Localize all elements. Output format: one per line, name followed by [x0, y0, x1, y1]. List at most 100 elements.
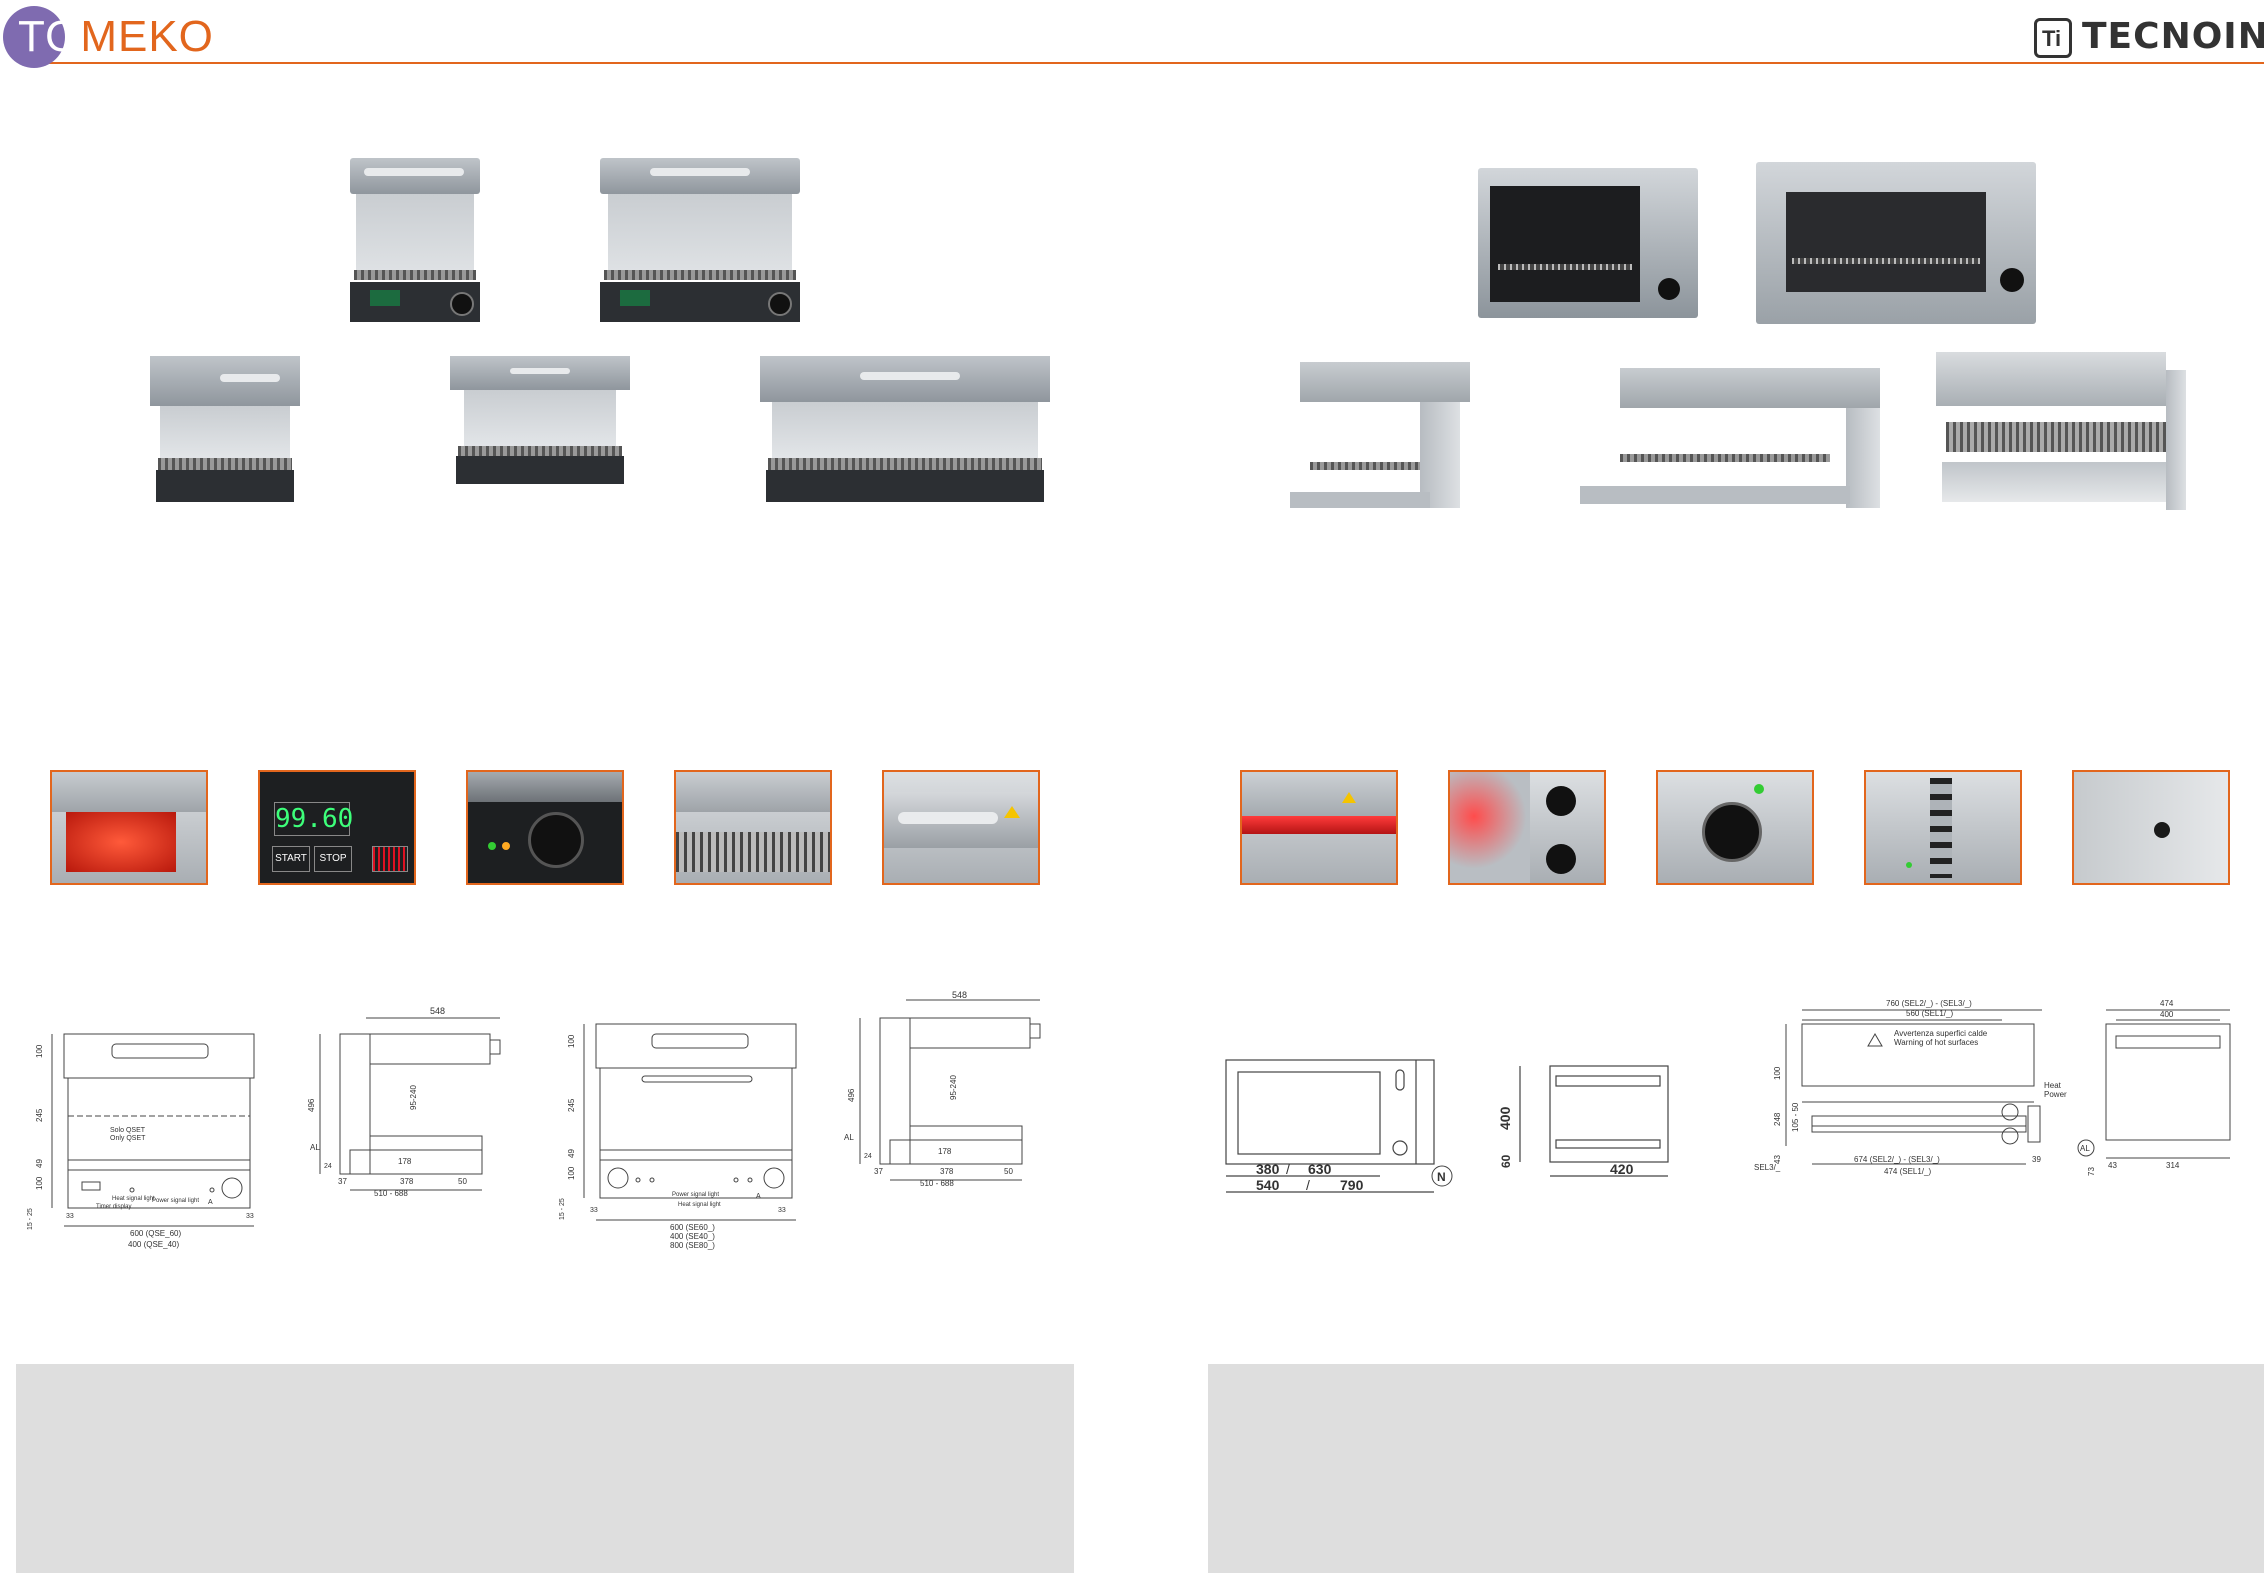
- detail-thumb-heating: [50, 770, 208, 885]
- sel-dim-248: 248: [1773, 1112, 1782, 1126]
- sel-dim-100: 100: [1773, 1066, 1782, 1080]
- oven-depth-420: 420: [1610, 1161, 1634, 1177]
- tomeko-logo-suffix: MEKO: [80, 12, 214, 61]
- knob-lower-icon: [1546, 844, 1576, 874]
- big-knob-icon: [1702, 802, 1762, 862]
- detail-thumb-panel: [2072, 770, 2230, 885]
- label-timer-display: Timer display: [96, 1204, 131, 1210]
- sel-bottom-674: 674 (SEL2/_) - (SEL3/_): [1854, 1155, 1940, 1164]
- side-496: 496: [847, 1088, 856, 1102]
- sel-side-73: 73: [2087, 1167, 2096, 1176]
- dim-100b: 100: [35, 1176, 44, 1190]
- rail-slots-icon: [1930, 778, 1952, 878]
- header-divider: [28, 62, 2264, 64]
- sel-code: SEL3/_: [1754, 1163, 1781, 1172]
- sel-dim-43: 43: [1773, 1155, 1782, 1164]
- product-photo-wall-salamander-1: [1290, 362, 1470, 512]
- detail-thumb-double-knob: [1448, 770, 1606, 885]
- info-panel-left: [16, 1364, 1074, 1573]
- red-heating-element-icon: [66, 812, 176, 872]
- dim-245: 245: [35, 1108, 44, 1122]
- side-50: 50: [458, 1177, 467, 1186]
- side-24: 24: [324, 1163, 332, 1170]
- sel-side-400: 400: [2160, 1010, 2174, 1019]
- label-power-signal: Power signal light: [672, 1192, 719, 1198]
- side-178: 178: [938, 1147, 952, 1156]
- side-al: AL: [844, 1133, 854, 1142]
- sel-dim-105-50: 105 - 50: [1791, 1102, 1800, 1132]
- dim-245: 245: [567, 1098, 576, 1112]
- product-photo-salamander-3: [150, 356, 300, 506]
- label-solo: Solo QSET: [110, 1127, 146, 1134]
- dim-33b: 33: [246, 1213, 254, 1220]
- dim-15-25: 15 - 25: [27, 1208, 34, 1230]
- oven-height-400: 400: [1497, 1106, 1513, 1130]
- oven-540: 540: [1256, 1177, 1280, 1193]
- dim-15-25: 15 - 25: [559, 1198, 566, 1220]
- sel-top-560: 560 (SEL1/_): [1906, 1009, 1953, 1018]
- side-510-688: 510 - 688: [920, 1179, 954, 1188]
- side-548: 548: [430, 1006, 445, 1016]
- oven-slash-1: /: [1286, 1161, 1290, 1177]
- oven-n-label: N: [1437, 1170, 1446, 1184]
- start-button-icon: START: [272, 846, 310, 872]
- sel-top-760: 760 (SEL2/_) - (SEL3/_): [1886, 999, 1972, 1008]
- tomeko-logo-prefix: TO: [18, 12, 81, 61]
- handle-top-icon: [898, 812, 998, 824]
- sel-warning-it: Avvertenza superfici calde: [1894, 1029, 1988, 1038]
- width-400: 400 (SE40_): [670, 1232, 715, 1241]
- technical-drawing-oven: 400 60 380 / 630 540 / 790 N 420: [1225, 1059, 1669, 1193]
- dim-33a: 33: [590, 1207, 598, 1214]
- side-50: 50: [1004, 1167, 1013, 1176]
- product-photo-salamander-2: [600, 158, 800, 330]
- dim-33a: 33: [66, 1213, 74, 1220]
- width-800: 800 (SE80_): [670, 1241, 715, 1250]
- technical-drawing-sel: 760 (SEL2/_) - (SEL3/_) 560 (SEL1/_) Avv…: [1754, 999, 2231, 1176]
- product-photo-salamander-1: [350, 158, 480, 330]
- side-37: 37: [338, 1177, 347, 1186]
- dim-33b: 33: [778, 1207, 786, 1214]
- label-only: Only QSET: [110, 1135, 146, 1142]
- detail-thumb-red-glow: [1240, 770, 1398, 885]
- sel-warning-en: Warning of hot surfaces: [1894, 1038, 1978, 1047]
- dim-100b: 100: [567, 1166, 576, 1180]
- tomeko-logo-circle: [3, 6, 65, 68]
- grill-rack-icon: [676, 832, 830, 872]
- info-panel-right: [1208, 1364, 2264, 1573]
- dim-100: 100: [567, 1034, 576, 1048]
- side-496: 496: [307, 1098, 316, 1112]
- sel-side-474: 474: [2160, 999, 2174, 1008]
- product-photo-salamander-4: [450, 356, 630, 491]
- sel-bottom-474: 474 (SEL1/_): [1884, 1167, 1931, 1176]
- product-photo-wall-salamander-2: [1580, 368, 1880, 513]
- technical-drawing-qse-front: 100 245 49 100 15 - 25 33 33 Solo QSET O…: [27, 1033, 255, 1238]
- side-95-240: 95-240: [409, 1085, 418, 1110]
- oven-height-60: 60: [1499, 1154, 1513, 1168]
- side-378: 378: [940, 1167, 954, 1176]
- tomeko-logo: TOMEKO: [18, 12, 214, 62]
- technical-drawing-qse-side: 548 496 95-240 AL 24 178 37 378 50 510 -…: [307, 1006, 501, 1198]
- product-photo-oven-2: [1756, 162, 2036, 324]
- side-al: AL: [310, 1143, 320, 1152]
- oven-630: 630: [1308, 1161, 1332, 1177]
- label-a: A: [208, 1199, 213, 1206]
- sel-side-al: AL: [2080, 1144, 2090, 1153]
- side-548: 548: [952, 990, 967, 1000]
- product-photo-salamander-5: [760, 356, 1050, 506]
- detail-thumb-knob: [466, 770, 624, 885]
- width-600: 600 (QSE_60): [130, 1229, 181, 1238]
- detail-thumb-timer: 99.60 START STOP: [258, 770, 416, 885]
- detail-thumb-rail: [1864, 770, 2022, 885]
- oven-slash-2: /: [1306, 1177, 1310, 1193]
- label-a: A: [756, 1193, 761, 1200]
- knob-upper-icon: [1546, 786, 1576, 816]
- product-photo-wall-salamander-3: [1936, 352, 2186, 520]
- side-178: 178: [398, 1157, 412, 1166]
- sel-side-314: 314: [2166, 1161, 2180, 1170]
- side-95-240: 95-240: [949, 1075, 958, 1100]
- panel-button-icon: [2154, 822, 2170, 838]
- stop-button-icon: STOP: [314, 846, 352, 872]
- tecnoinox-logo-mark-text: Ti: [2042, 26, 2062, 51]
- tecnoinox-logo-mark: [2034, 18, 2072, 58]
- detail-thumb-grill: [674, 770, 832, 885]
